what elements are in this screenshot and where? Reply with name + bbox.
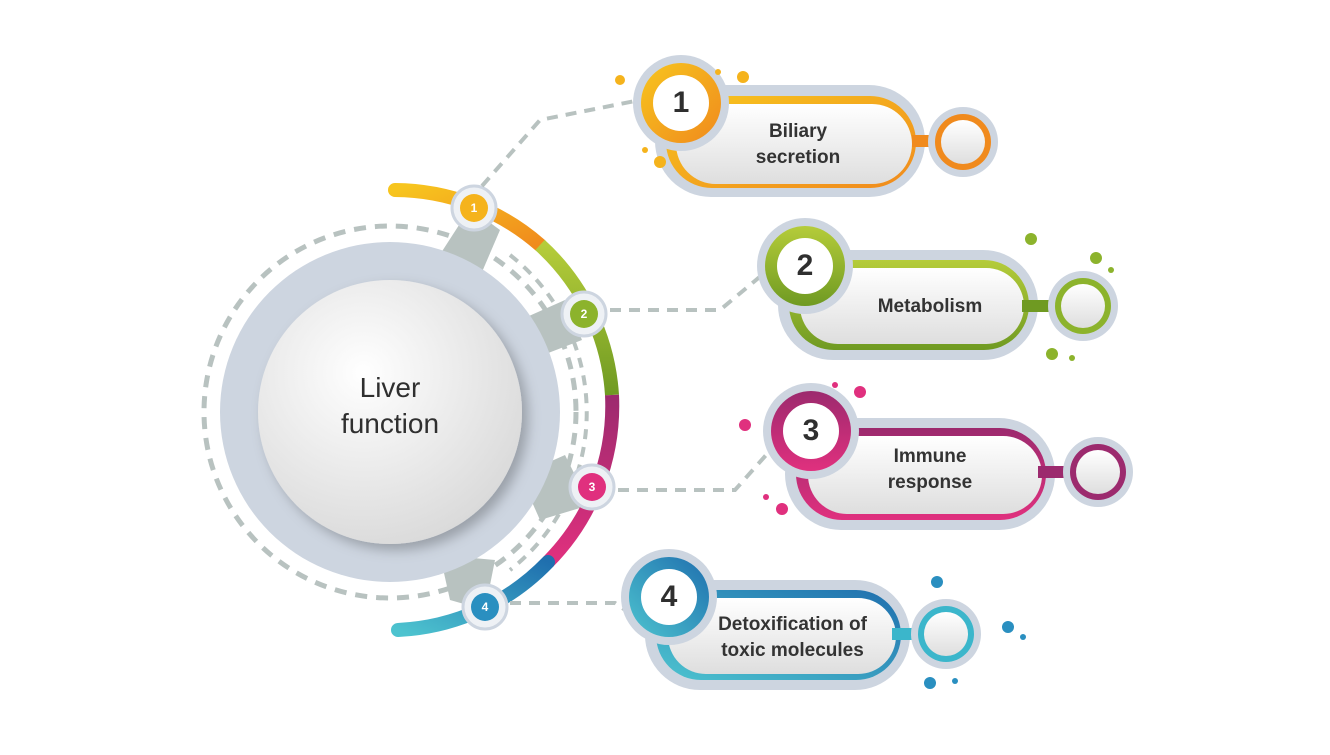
step-4-label-line2: toxic molecules	[721, 640, 864, 661]
center-title-line1: Liver	[359, 372, 421, 403]
center-title: Liver function	[290, 370, 490, 442]
step-1-label: Biliary secretion	[718, 119, 878, 171]
inner-dashed-arc	[508, 253, 589, 572]
node-4	[471, 593, 499, 621]
step-3-label-line1: Immune	[893, 446, 967, 467]
step-2-label: Metabolism	[840, 294, 1020, 320]
step-1-number: 1	[672, 86, 690, 119]
center-title-line2: function	[340, 408, 440, 439]
connector-line-4	[510, 601, 642, 622]
node-1-number: 1	[470, 201, 478, 215]
step-1-graphic	[615, 55, 998, 197]
step-2-graphic	[757, 218, 1118, 361]
step-3-graphic	[739, 382, 1133, 530]
node-2	[570, 300, 598, 328]
step-4-graphic	[621, 549, 1026, 690]
node-2-number: 2	[580, 307, 588, 321]
step-3-label: Immune response	[850, 444, 1010, 496]
step-4-number: 4	[660, 580, 678, 613]
step-4-label-line1: Detoxification of	[718, 614, 867, 635]
step-2-label-line1: Metabolism	[877, 296, 983, 317]
center-circle	[258, 280, 522, 544]
step-3-label-line2: response	[887, 472, 973, 493]
node-1	[460, 194, 488, 222]
node-3-number: 3	[588, 480, 596, 494]
step-3-number: 3	[802, 414, 820, 447]
step-4-label: Detoxification of toxic molecules	[700, 612, 885, 664]
step-2-number: 2	[796, 249, 814, 282]
connector-line-3	[618, 443, 777, 492]
connector-line-2	[610, 268, 770, 312]
node-3	[578, 473, 606, 501]
connector-line-1	[480, 98, 641, 188]
outer-dashed-ring	[201, 223, 579, 601]
step-1-label-line1: Biliary	[768, 121, 828, 142]
node-4-number: 4	[481, 600, 489, 614]
step-1-label-line2: secretion	[755, 147, 841, 168]
